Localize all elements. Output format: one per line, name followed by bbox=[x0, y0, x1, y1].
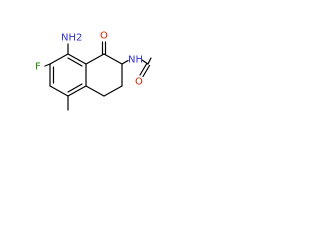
bond-ar1 bbox=[49, 53, 69, 65]
bond-ar6 bbox=[67, 53, 87, 65]
bond-ar4 bbox=[67, 85, 87, 97]
bond-c3-c4 bbox=[103, 85, 123, 97]
bond-c6-f bbox=[44, 63, 51, 67]
bond-carbonyl-methyl bbox=[147, 57, 152, 65]
bond-amide-co-2 bbox=[142, 64, 151, 78]
bond-c1-c2 bbox=[103, 53, 123, 65]
bond-n-carbonyl bbox=[141, 59, 149, 65]
amide-oxygen-label: O bbox=[135, 77, 143, 88]
molecule-drawing: NH2 O NH O F bbox=[35, 31, 152, 111]
bond-c8a-c1 bbox=[85, 53, 105, 65]
structure-diagram: NH2 O NH O F bbox=[0, 0, 152, 152]
fluorine-label: F bbox=[35, 62, 41, 73]
bond-c4-c4a bbox=[85, 85, 105, 97]
bond-c2-n bbox=[121, 59, 129, 65]
bond-amide-co-1 bbox=[139, 63, 148, 76]
bond-ar-inner2 bbox=[67, 83, 83, 93]
amine-label: NH2 bbox=[61, 33, 82, 44]
bond-ar-inner3 bbox=[67, 57, 83, 67]
amide-nitrogen-label: NH bbox=[128, 55, 143, 66]
ketone-oxygen-label: O bbox=[100, 31, 108, 42]
bond-ar3 bbox=[49, 85, 69, 97]
